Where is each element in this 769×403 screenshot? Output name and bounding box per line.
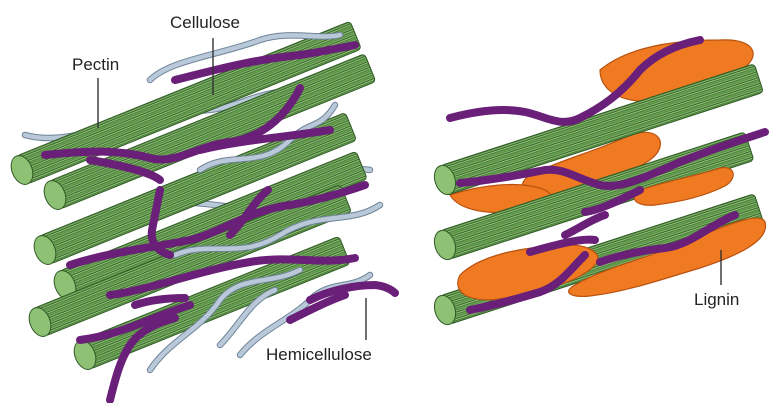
label-hemicellulose: Hemicellulose bbox=[266, 345, 372, 364]
left-panel-primary-wall: Cellulose Pectin Hemicellulose bbox=[7, 13, 395, 400]
right-panel-secondary-wall: Lignin bbox=[431, 40, 766, 327]
label-lignin: Lignin bbox=[694, 290, 739, 309]
label-pectin: Pectin bbox=[72, 55, 119, 74]
label-cellulose: Cellulose bbox=[170, 13, 240, 32]
